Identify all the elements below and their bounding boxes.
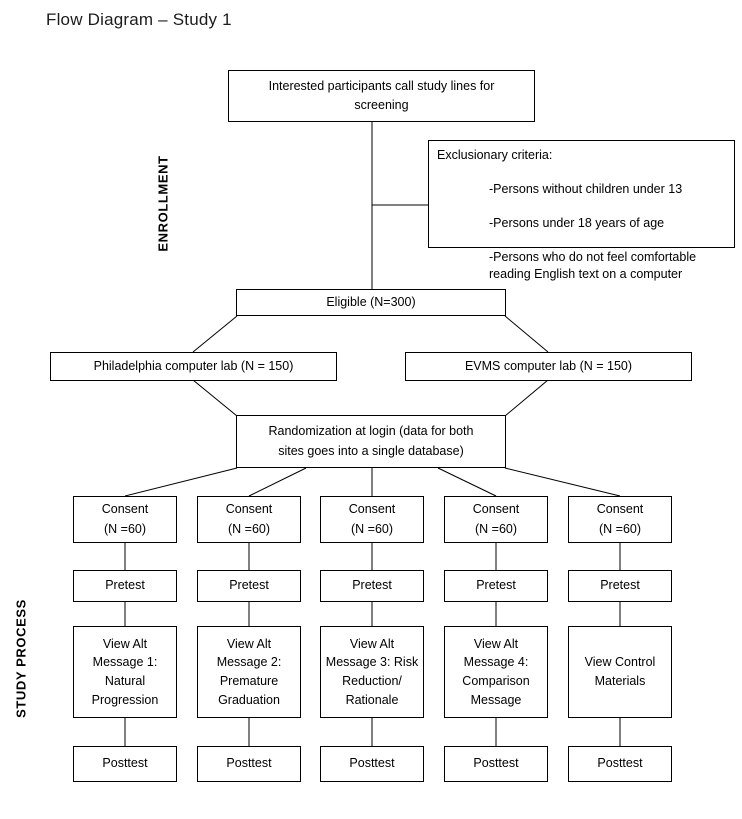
connector-screening-to-eligible xyxy=(371,122,428,289)
node-intervention-arm3: View Alt Message 3: Risk Reduction/ Rati… xyxy=(320,626,424,718)
exclusion-item: -Persons who do not feel comfortable rea… xyxy=(489,250,697,281)
connector-consent-to-pretest xyxy=(124,543,621,570)
node-consent-arm5: Consent (N =60) xyxy=(568,496,672,543)
exclusion-items: -Persons without children under 13 -Pers… xyxy=(437,164,728,300)
node-pretest-arm4: Pretest xyxy=(444,570,548,602)
node-posttest-arm1: Posttest xyxy=(73,746,177,782)
node-screening: Interested participants call study lines… xyxy=(228,70,535,122)
exclusion-item: -Persons without children under 13 xyxy=(489,182,683,196)
node-intervention-arm2: View Alt Message 2: Premature Graduation xyxy=(197,626,301,718)
exclusion-item: -Persons under 18 years of age xyxy=(489,216,665,230)
node-randomization: Randomization at login (data for both si… xyxy=(236,415,506,468)
connector-intervention-to-posttest xyxy=(124,718,621,746)
node-pretest-arm2: Pretest xyxy=(197,570,301,602)
connector-randomization-fanout xyxy=(124,467,621,497)
connector-sites-to-randomization xyxy=(192,379,549,417)
node-intervention-arm1: View Alt Message 1: Natural Progression xyxy=(73,626,177,718)
node-consent-arm1: Consent (N =60) xyxy=(73,496,177,543)
node-pretest-arm1: Pretest xyxy=(73,570,177,602)
node-intervention-arm5: View Control Materials xyxy=(568,626,672,718)
page-title: Flow Diagram – Study 1 xyxy=(46,10,232,29)
node-site-philadelphia: Philadelphia computer lab (N = 150) xyxy=(50,352,337,381)
connector-eligible-to-sites xyxy=(192,315,549,353)
node-pretest-arm5: Pretest xyxy=(568,570,672,602)
section-label-enrollment: ENROLLMENT xyxy=(155,155,171,252)
node-consent-arm3: Consent (N =60) xyxy=(320,496,424,543)
node-consent-arm2: Consent (N =60) xyxy=(197,496,301,543)
node-consent-arm4: Consent (N =60) xyxy=(444,496,548,543)
section-label-study-process: STUDY PROCESS xyxy=(13,599,29,718)
exclusion-heading: Exclusionary criteria: xyxy=(437,148,553,162)
node-posttest-arm2: Posttest xyxy=(197,746,301,782)
node-posttest-arm3: Posttest xyxy=(320,746,424,782)
connector-pretest-to-intervention xyxy=(124,602,621,626)
node-eligible: Eligible (N=300) xyxy=(236,289,506,316)
node-exclusionary-criteria: Exclusionary criteria: -Persons without … xyxy=(428,140,735,281)
node-intervention-arm4: View Alt Message 4: Comparison Message xyxy=(444,626,548,718)
node-posttest-arm5: Posttest xyxy=(568,746,672,782)
node-site-evms: EVMS computer lab (N = 150) xyxy=(405,352,692,381)
node-pretest-arm3: Pretest xyxy=(320,570,424,602)
node-posttest-arm4: Posttest xyxy=(444,746,548,782)
